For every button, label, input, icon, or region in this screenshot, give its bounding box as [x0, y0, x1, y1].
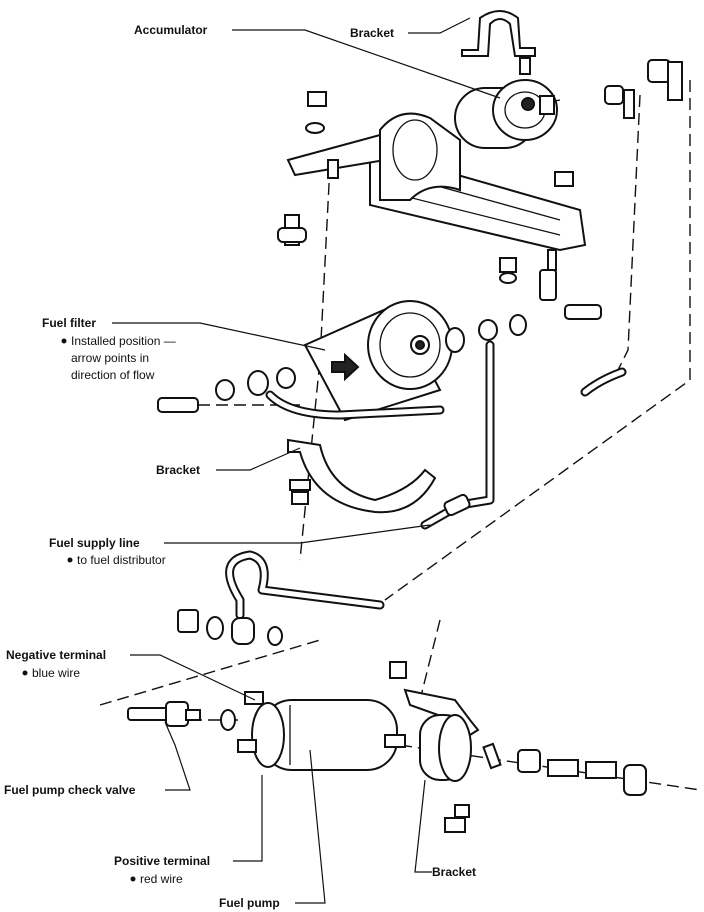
callout-labels: Accumulator Bracket Fuel filter Installe…: [4, 23, 476, 910]
mounting-plate: [286, 112, 587, 252]
top-fasteners: [277, 91, 574, 301]
label-negative-terminal-note: blue wire: [32, 666, 80, 680]
label-positive-terminal-note: red wire: [140, 872, 183, 886]
positive-terminal-stud: [237, 739, 257, 753]
label-fuel-pump: Fuel pump: [219, 896, 280, 910]
label-fuel-filter-note-3: direction of flow: [71, 368, 155, 382]
label-accumulator: Accumulator: [134, 23, 208, 37]
fuel-pump: [220, 691, 406, 771]
label-bracket-top: Bracket: [350, 26, 394, 40]
pump-inlet-hose-parts: [517, 749, 647, 796]
flow-direction-arrow: [331, 352, 360, 382]
bullet: [61, 338, 67, 344]
label-fuel-supply-line: Fuel supply line: [49, 536, 140, 550]
accumulator-line-fittings: [580, 59, 683, 397]
bullet: [22, 670, 28, 676]
label-check-valve: Fuel pump check valve: [4, 783, 136, 797]
label-fuel-supply-note: to fuel distributor: [77, 553, 166, 567]
label-positive-terminal: Positive terminal: [114, 854, 210, 868]
accumulator-clamp-bracket: [461, 10, 536, 57]
label-negative-terminal: Negative terminal: [6, 648, 106, 662]
leader-lines: [112, 17, 501, 904]
label-fuel-filter-note-2: arrow points in: [71, 351, 149, 365]
label-fuel-filter-note-1: Installed position —: [71, 334, 176, 348]
fuel-pump-bracket: [389, 661, 502, 833]
fuel-pump-check-valve: [127, 701, 201, 727]
pump-outlet-hose: [225, 550, 385, 620]
fuel-filter-bracket: [287, 438, 437, 514]
hose-fittings: [177, 609, 283, 646]
bullet: [67, 557, 73, 563]
bullet: [130, 876, 136, 882]
negative-terminal-stud: [244, 691, 264, 705]
accumulator: [454, 57, 558, 149]
filter-fittings: [157, 304, 602, 413]
fuel-supply-line-hose: [265, 340, 495, 530]
fuel-filter: [303, 300, 453, 422]
label-bracket-middle: Bracket: [156, 463, 200, 477]
label-bracket-bottom: Bracket: [432, 865, 476, 879]
label-fuel-filter: Fuel filter: [42, 316, 96, 330]
